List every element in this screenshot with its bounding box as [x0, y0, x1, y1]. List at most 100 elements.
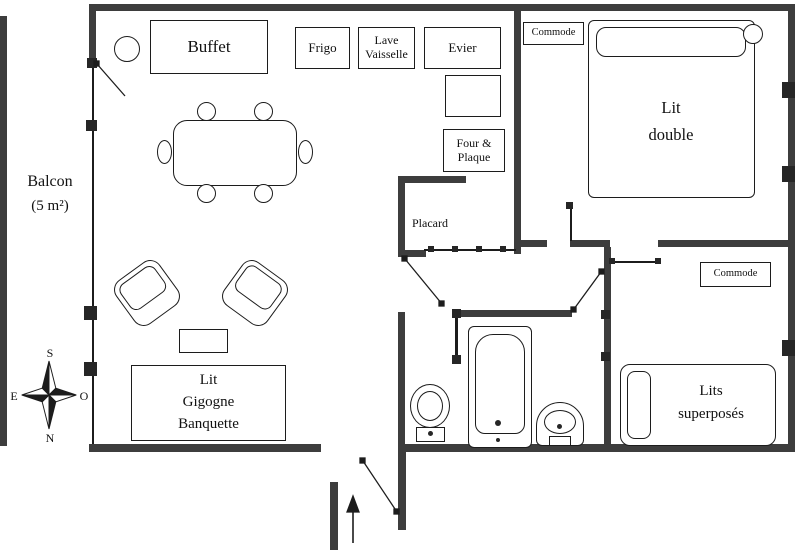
- buffet-label: Buffet: [187, 37, 231, 57]
- wc-partition: [455, 312, 458, 360]
- dining-chair: [254, 102, 273, 121]
- lits-superposes-label-1: Lits: [699, 383, 723, 399]
- frigo: Frigo: [295, 27, 350, 69]
- evier: Evier: [424, 27, 501, 69]
- wall-corridor-stub: [398, 250, 426, 257]
- window-post: [782, 82, 795, 98]
- wall-kitchen-bedroom: [514, 4, 521, 254]
- commode-right: Commode: [700, 262, 771, 287]
- bathtub-drain: [495, 420, 501, 426]
- placard-label: Placard: [412, 216, 448, 230]
- commode-top: Commode: [523, 22, 584, 45]
- wall-corridor-b: [658, 240, 788, 247]
- four-plaque: Four & Plaque: [443, 129, 505, 172]
- placard-sliding-door: [424, 249, 516, 251]
- compass-north-label: N: [45, 431, 55, 445]
- commode-top-label: Commode: [531, 27, 576, 39]
- partition-post: [452, 309, 461, 318]
- wall-bottom-left: [89, 444, 321, 452]
- armchair: [109, 255, 185, 331]
- window-post: [87, 58, 97, 68]
- partition-post: [601, 310, 610, 319]
- evier-label: Evier: [448, 39, 477, 55]
- dining-chair: [157, 140, 172, 164]
- door-pivot: [655, 258, 661, 264]
- coffee-table: [179, 329, 228, 353]
- sliding-door-dot: [476, 246, 482, 252]
- compass-south-label: S: [46, 346, 54, 360]
- wall-entry-right: [398, 452, 406, 530]
- commode-right-label: Commode: [713, 268, 758, 280]
- balcony-window-line: [92, 58, 94, 444]
- sliding-door-dot: [452, 246, 458, 252]
- toilet-dot: [428, 431, 433, 436]
- lit-gigogne-label-3: Banquette: [178, 415, 239, 432]
- lave-vaisselle: Lave Vaisselle: [358, 27, 415, 69]
- armchair-seat: [231, 262, 285, 313]
- wall-corridor-a2: [570, 240, 610, 247]
- wall-placard-top: [398, 176, 466, 183]
- window-post: [84, 362, 97, 376]
- entrance-arrow-icon: [346, 494, 360, 543]
- wall-bunk-left: [604, 247, 611, 452]
- bidet-dot: [557, 424, 562, 429]
- lit-gigogne-label-1: Lit: [199, 372, 218, 389]
- partition-post: [452, 355, 461, 364]
- dining-chair: [197, 102, 216, 121]
- double-bed-pillow: [596, 27, 746, 57]
- wall-entry-left: [330, 482, 338, 550]
- armchair-seat: [116, 262, 170, 314]
- bedside-lamp: [743, 24, 763, 44]
- four-plaque-label-1: Four &: [456, 135, 492, 150]
- armchair: [217, 255, 293, 331]
- lits-superposes-label-2: superposés: [678, 406, 744, 422]
- door-pivot: [609, 258, 615, 264]
- partition-post: [601, 352, 610, 361]
- side-table: [114, 36, 140, 62]
- bidet-inner: [544, 410, 576, 434]
- dining-chair: [298, 140, 313, 164]
- wall-balcony-left: [0, 16, 7, 446]
- frigo-label: Frigo: [308, 39, 337, 55]
- bunk-bed-pillow: [627, 371, 651, 439]
- door-leaf-bedroom-double: [570, 207, 572, 241]
- compass: S E O N: [8, 346, 92, 446]
- balcon-label: Balcon: [27, 173, 73, 190]
- room-label-balcon: Balcon (5 m²): [8, 170, 92, 218]
- room-label-lits-superposes: Lits superposés: [650, 380, 772, 426]
- window-post: [782, 340, 795, 356]
- wall-corridor-a1: [521, 240, 547, 247]
- lit-gigogne: Lit Gigogne Banquette: [131, 365, 286, 441]
- balcon-area-label: (5 m²): [31, 198, 69, 214]
- lit-gigogne-label-2: Gigogne: [182, 394, 235, 411]
- bathtub-inner: [475, 334, 525, 434]
- door-pivot: [566, 202, 573, 209]
- room-label-lit-double: Lit double: [598, 94, 744, 148]
- window-post: [782, 166, 795, 182]
- dining-table: [173, 120, 297, 186]
- compass-rose-icon: [21, 360, 77, 430]
- window-post: [86, 120, 97, 131]
- wall-bottom-right: [398, 444, 795, 452]
- wall-placard-left: [398, 176, 405, 257]
- compass-west-label: O: [79, 389, 89, 403]
- kitchen-counter: [445, 75, 501, 117]
- door-leaf-bedroom-bunk: [612, 261, 658, 263]
- wall-left-upper: [89, 4, 96, 62]
- wall-bath-top: [452, 310, 572, 317]
- sliding-door-dot: [428, 246, 434, 252]
- toilet-bowl-inner: [417, 391, 443, 421]
- bathtub-dot: [496, 438, 500, 442]
- room-label-placard: Placard: [402, 216, 458, 231]
- bidet-base: [549, 436, 571, 446]
- buffet: Buffet: [150, 20, 268, 74]
- wall-bath-left: [398, 312, 405, 452]
- lave-vaisselle-label-1: Lave: [374, 33, 399, 48]
- sliding-door-dot: [500, 246, 506, 252]
- window-post: [84, 306, 97, 320]
- dining-chair: [197, 184, 216, 203]
- compass-east-label: E: [10, 389, 18, 403]
- wall-top: [95, 4, 795, 11]
- lave-vaisselle-label-2: Vaisselle: [365, 47, 408, 61]
